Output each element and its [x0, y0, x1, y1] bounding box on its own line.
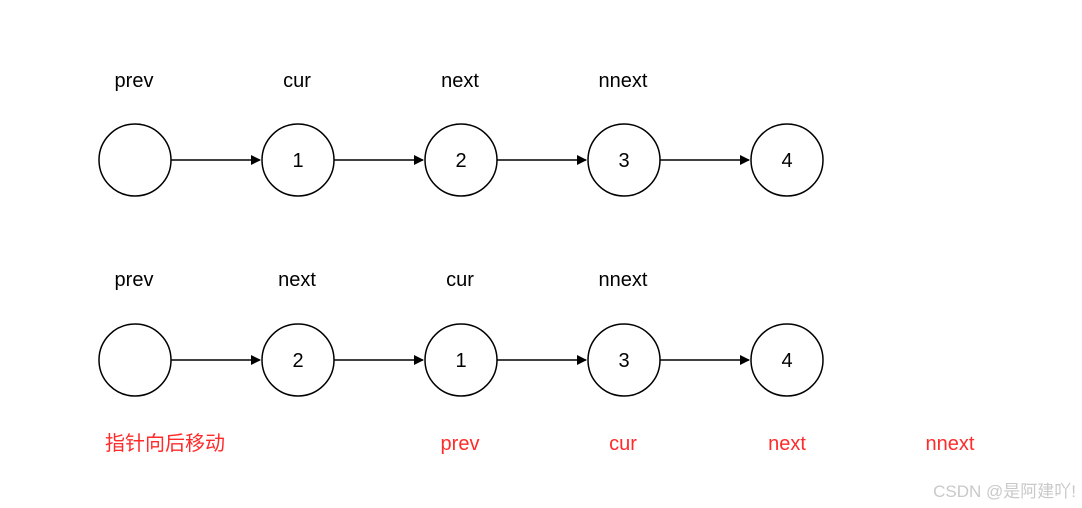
row1-node-3 — [587, 123, 661, 197]
row1-node-2-value: 2 — [455, 150, 466, 172]
row1-node-1-value: 1 — [292, 150, 303, 172]
row2-node-1 — [261, 323, 335, 397]
row2-node-4-value: 4 — [781, 350, 792, 372]
row2-node-2 — [424, 323, 498, 397]
row2-node-3 — [587, 323, 661, 397]
moved-label-next: next — [768, 433, 806, 455]
row1-node-0 — [98, 123, 172, 197]
row2-label-cur: cur — [446, 269, 474, 291]
row1-node-2 — [424, 123, 498, 197]
row2-node-0 — [98, 323, 172, 397]
row2-node-1-value: 2 — [292, 350, 303, 372]
row2-node-3-value: 3 — [618, 350, 629, 372]
row1-node-1 — [261, 123, 335, 197]
row2-label-next: next — [278, 269, 316, 291]
row1-node-3-value: 3 — [618, 150, 629, 172]
moved-label-prev: prev — [441, 433, 480, 455]
row1-label-nnext: nnext — [599, 70, 648, 92]
moved-label-cur: cur — [609, 433, 637, 455]
moved-label-nnext: nnext — [926, 433, 975, 455]
row2-label-prev: prev — [115, 269, 154, 291]
row1-label-cur: cur — [283, 70, 311, 92]
watermark: CSDN @是阿建吖! — [933, 482, 1076, 501]
move-caption: 指针向后移动 — [105, 432, 225, 455]
row2-label-nnext: nnext — [599, 269, 648, 291]
row1-label-next: next — [441, 70, 479, 92]
row1-node-4-value: 4 — [781, 150, 792, 172]
row2-node-2-value: 1 — [455, 350, 466, 372]
row2-node-4 — [750, 323, 824, 397]
row1-label-prev: prev — [115, 70, 154, 92]
row1-node-4 — [750, 123, 824, 197]
